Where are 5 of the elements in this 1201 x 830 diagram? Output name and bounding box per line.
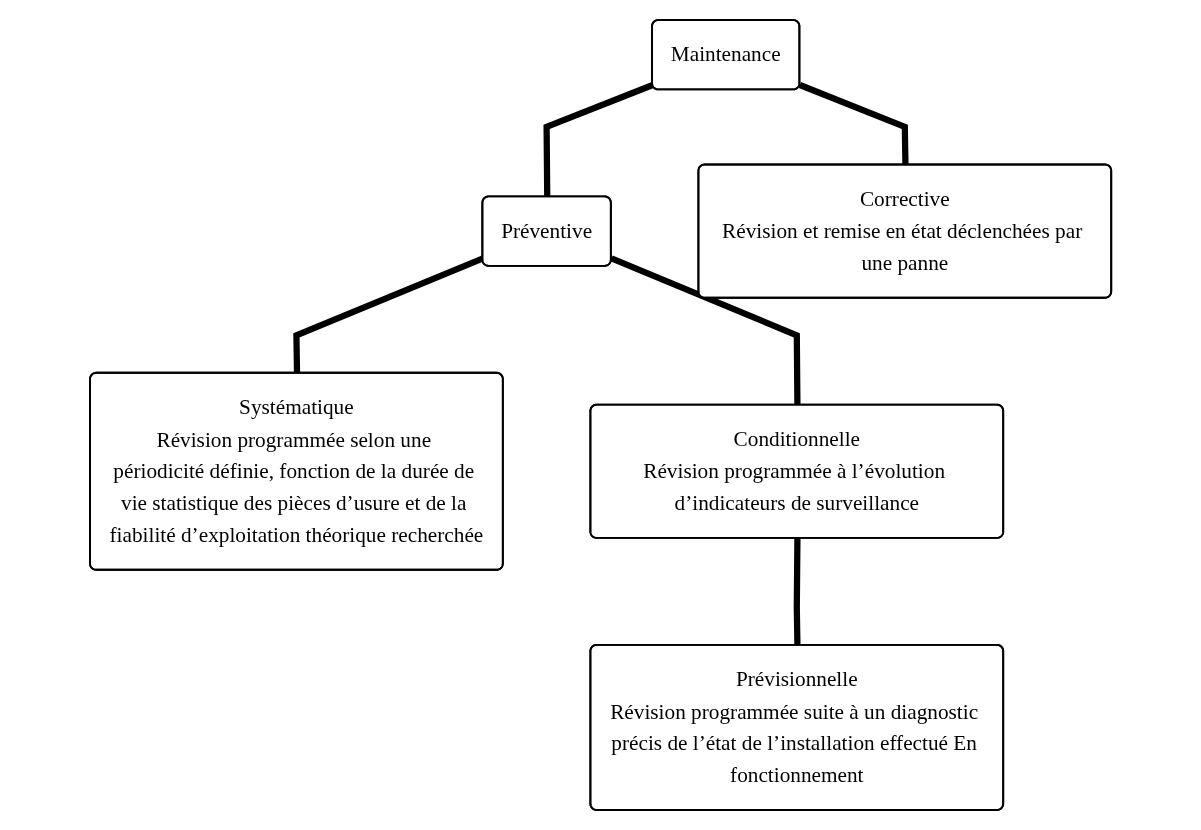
connector <box>798 82 909 166</box>
diagram: Maintenance Préventive Corrective Révision et remise en état déclenchées par une panne Systématique Révision programmée selon une périodicité définie, fonction de la durée de vie statistique des pièces d’usure et de la fiabilité d’exploitation théorique recherchée Conditionnelle Révision programmée à l’évolution d’indicateurs de surveillance Prévisionnelle Révision programmée suite à un diagnostic précis de l’état de l’installation effectué En fonctionnement <box>79 10 1122 820</box>
connector <box>610 255 801 406</box>
connector <box>543 82 654 198</box>
connector <box>793 538 801 646</box>
